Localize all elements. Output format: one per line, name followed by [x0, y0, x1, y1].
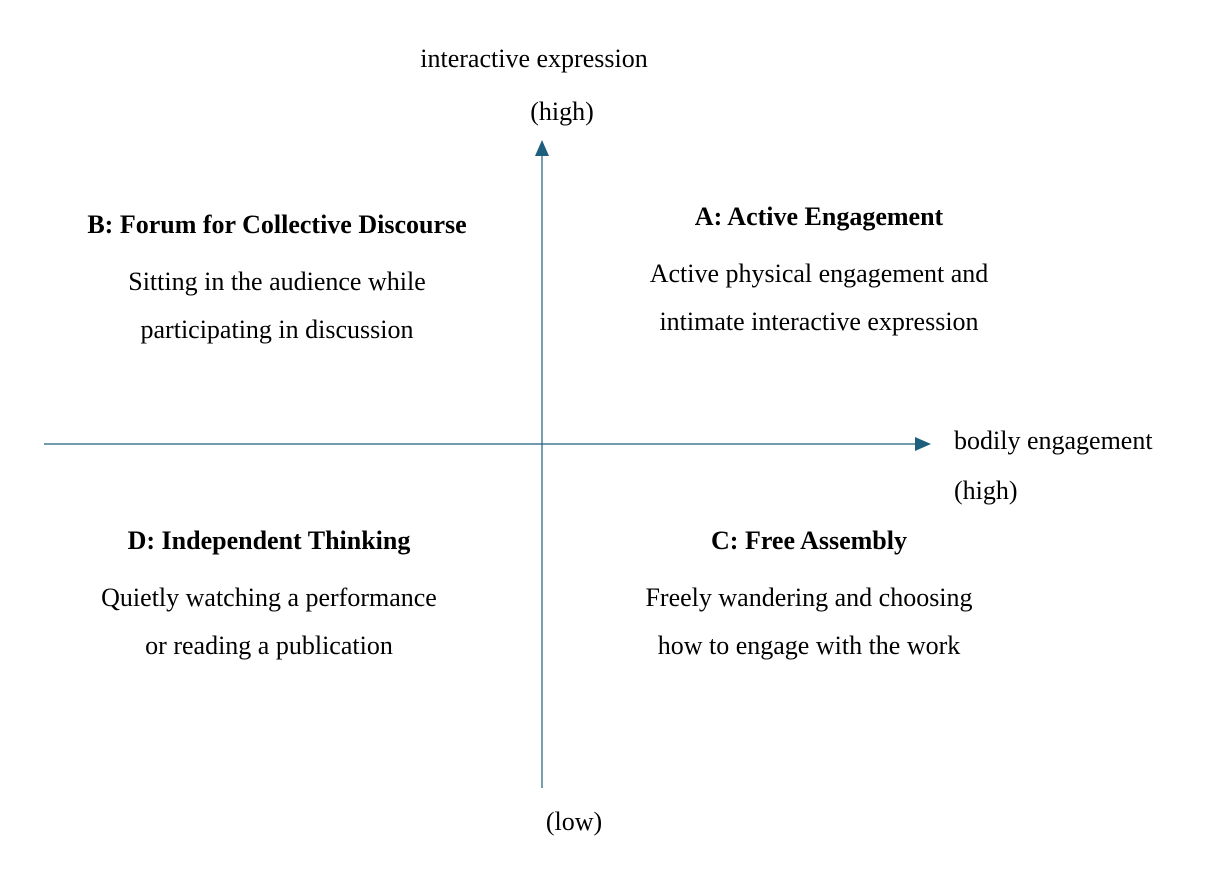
- y-axis-low-label: (low): [545, 807, 603, 836]
- quadrant-a-line2: intimate interactive expression: [659, 307, 979, 336]
- quadrant-d-title: D: Independent Thinking: [127, 526, 411, 555]
- quadrant-c-line2: how to engage with the work: [657, 631, 961, 660]
- x-axis-high-label: (high): [954, 476, 1018, 505]
- horizontal-axis-arrowhead: [915, 437, 931, 451]
- quadrant-a-title: A: Active Engagement: [694, 202, 944, 231]
- quadrant-d-line2: or reading a publication: [145, 631, 393, 660]
- x-axis-label: bodily engagement: [954, 426, 1153, 455]
- quadrant-c-line1: Freely wandering and choosing: [645, 583, 973, 612]
- quadrant-b-line2: participating in discussion: [140, 315, 414, 344]
- y-axis-label: interactive expression: [420, 44, 648, 73]
- vertical-axis-arrowhead: [535, 140, 549, 156]
- quadrant-a: A: Active Engagement Active physical eng…: [650, 202, 989, 346]
- quadrant-d-line1: Quietly watching a performance: [101, 583, 437, 612]
- quadrant-c: C: Free Assembly Freely wandering and ch…: [645, 526, 972, 670]
- y-axis-high-label: (high): [530, 97, 594, 126]
- quadrant-b: B: Forum for Collective Discourse Sittin…: [87, 210, 466, 354]
- quadrant-b-title: B: Forum for Collective Discourse: [87, 210, 467, 239]
- quadrant-d: D: Independent Thinking Quietly watching…: [101, 526, 437, 670]
- quadrant-a-line1: Active physical engagement and: [649, 259, 989, 288]
- quadrant-b-line1: Sitting in the audience while: [128, 267, 426, 296]
- quadrant-c-title: C: Free Assembly: [711, 526, 907, 555]
